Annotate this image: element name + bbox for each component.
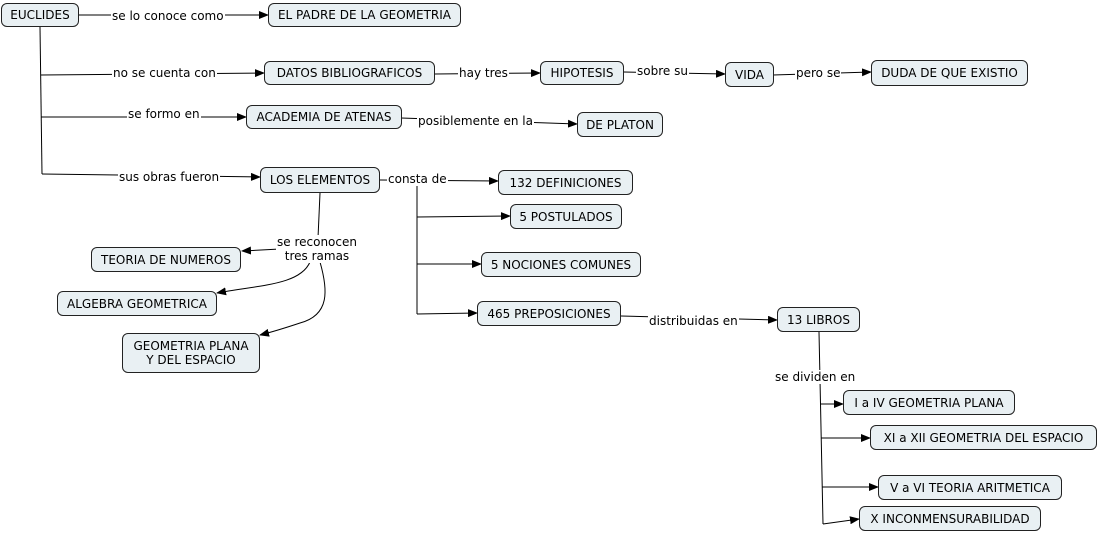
label-pero-se: pero se bbox=[795, 66, 842, 80]
label-no-se-cuenta: no se cuenta con bbox=[112, 66, 217, 80]
node-nociones-comunes[interactable]: 5 NOCIONES COMUNES bbox=[481, 252, 641, 277]
node-duda-existio[interactable]: DUDA DE QUE EXISTIO bbox=[871, 60, 1028, 86]
node-geometria-plana-espacio[interactable]: GEOMETRIA PLANA Y DEL ESPACIO bbox=[122, 333, 260, 373]
connector-libros-trunk bbox=[818, 331, 824, 525]
node-libro-x[interactable]: X INCONMENSURABILIDAD bbox=[859, 506, 1041, 531]
node-teoria-numeros[interactable]: TEORIA DE NUMEROS bbox=[91, 247, 241, 272]
node-academia-atenas[interactable]: ACADEMIA DE ATENAS bbox=[246, 105, 402, 129]
node-algebra-geometrica[interactable]: ALGEBRA GEOMETRICA bbox=[57, 291, 217, 316]
label-sus-obras: sus obras fueron bbox=[118, 170, 221, 184]
connector-libro-x bbox=[822, 516, 860, 525]
node-datos-bibliograficos[interactable]: DATOS BIBLIOGRAFICOS bbox=[264, 61, 435, 85]
connector-postulados bbox=[416, 212, 511, 221]
label-sobre-su: sobre su bbox=[636, 64, 689, 78]
connector-geometria-plana bbox=[259, 261, 326, 337]
node-libros-v-vi[interactable]: V a VI TEORIA ARITMETICA bbox=[878, 475, 1062, 500]
connector-euclides-trunk bbox=[39, 26, 43, 175]
label-hay-tres: hay tres bbox=[458, 66, 509, 80]
node-euclides[interactable]: EUCLIDES bbox=[1, 3, 79, 27]
node-los-elementos[interactable]: LOS ELEMENTOS bbox=[260, 167, 380, 193]
node-postulados[interactable]: 5 POSTULADOS bbox=[510, 204, 622, 229]
connector-teoria-numeros bbox=[241, 246, 281, 255]
node-platon[interactable]: DE PLATON bbox=[577, 112, 663, 137]
connector-algebra bbox=[216, 261, 311, 296]
node-13-libros[interactable]: 13 LIBROS bbox=[777, 307, 860, 332]
label-posiblemente: posiblemente en la bbox=[417, 114, 534, 128]
node-preposiciones[interactable]: 465 PREPOSICIONES bbox=[477, 301, 621, 326]
node-hipotesis[interactable]: HIPOTESIS bbox=[540, 61, 624, 85]
node-padre-geometria[interactable]: EL PADRE DE LA GEOMETRIA bbox=[268, 3, 461, 27]
label-se-reconocen: se reconocen tres ramas bbox=[276, 235, 358, 263]
label-se-formo: se formo en bbox=[127, 107, 201, 121]
connector-preposiciones bbox=[416, 309, 478, 318]
label-se-dividen: se dividen en bbox=[774, 370, 857, 384]
node-libros-xi-xii[interactable]: XI a XII GEOMETRIA DEL ESPACIO bbox=[870, 425, 1097, 450]
label-se-lo-conoce: se lo conoce como bbox=[111, 9, 225, 23]
node-libros-i-iv[interactable]: I a IV GEOMETRIA PLANA bbox=[843, 390, 1015, 415]
label-consta-de: consta de bbox=[387, 172, 448, 186]
node-vida[interactable]: VIDA bbox=[725, 62, 774, 87]
label-distribuidas: distribuidas en bbox=[648, 314, 739, 328]
node-definiciones[interactable]: 132 DEFINICIONES bbox=[498, 170, 633, 195]
connector-ramas-trunk bbox=[317, 192, 321, 239]
